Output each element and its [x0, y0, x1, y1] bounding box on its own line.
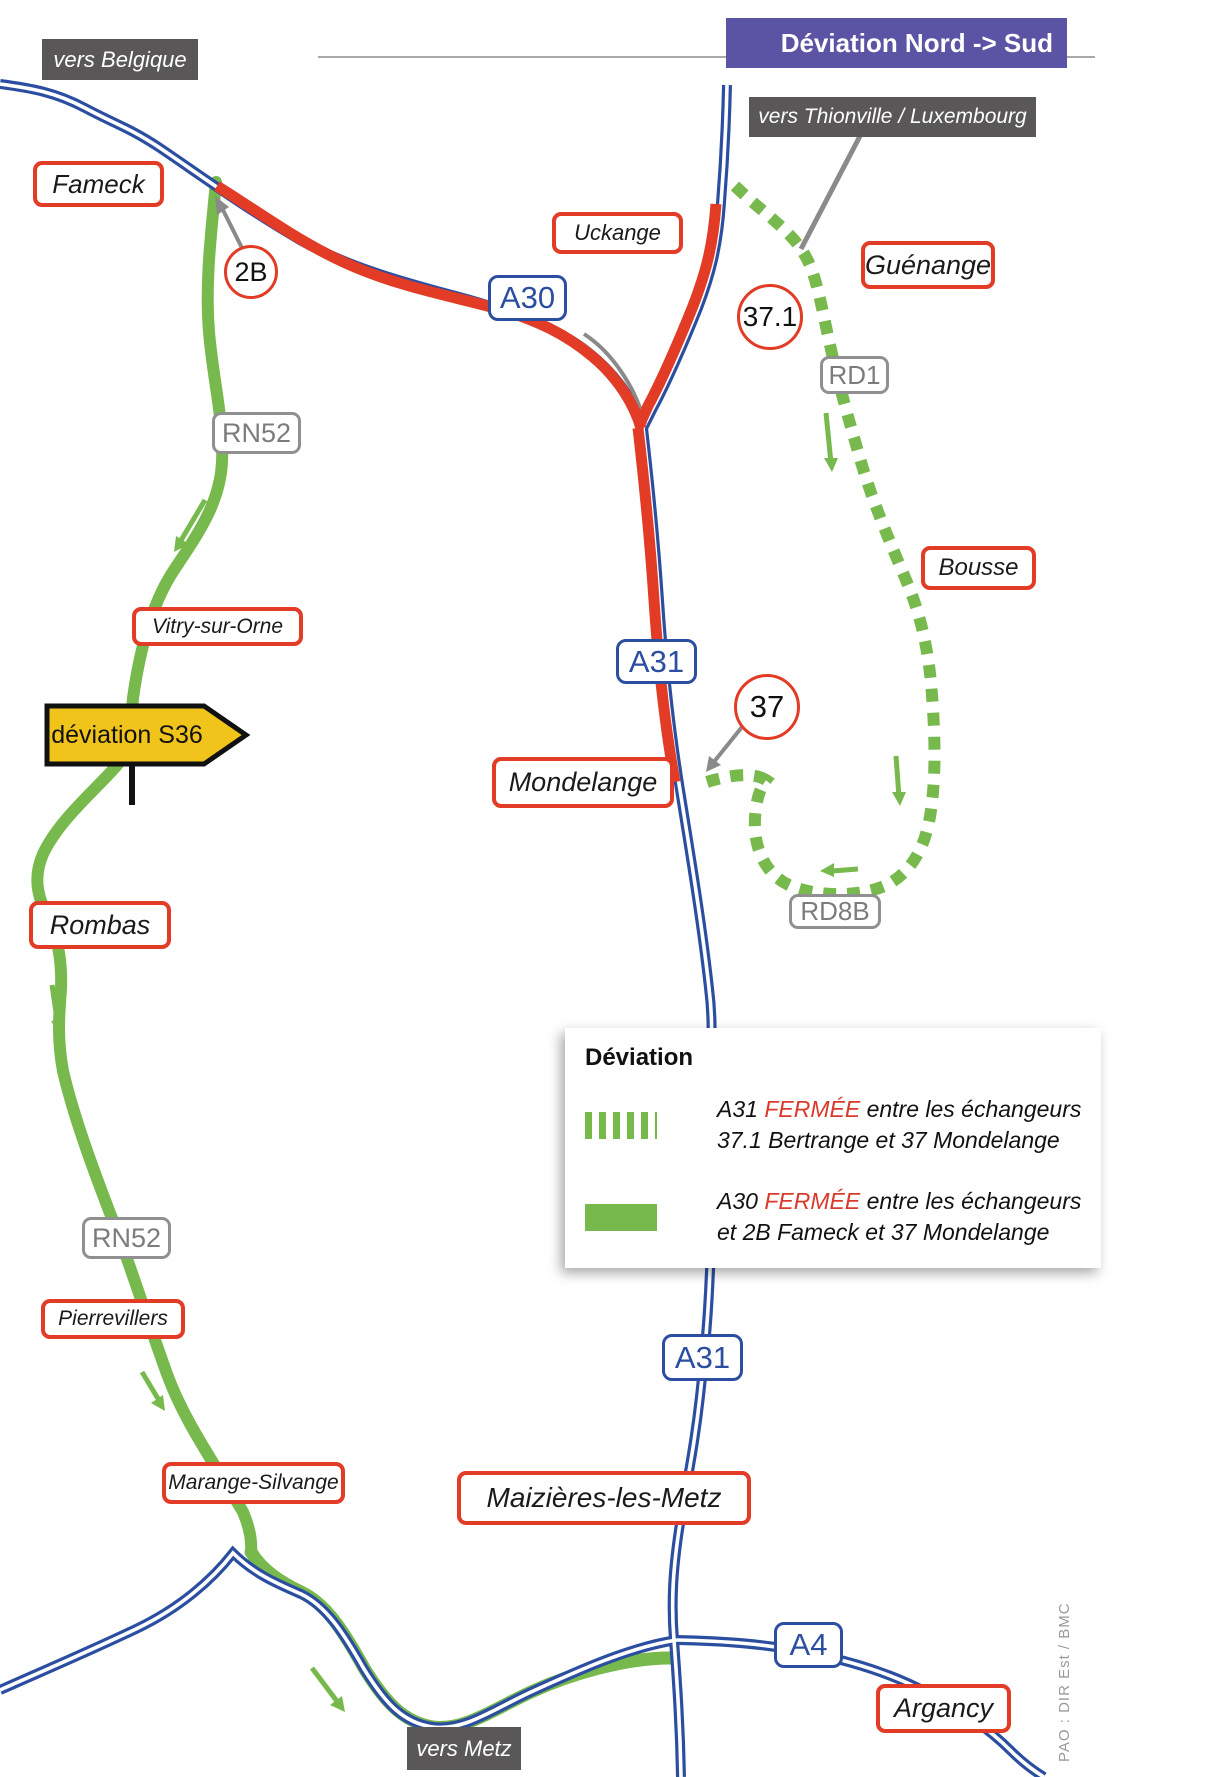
legend-line2: et 2B Fameck et 37 Mondelange — [717, 1219, 1050, 1245]
detour-route-dashed-path — [705, 181, 941, 901]
closed-a31-north-path — [633, 203, 722, 429]
legend-road-name: A31 — [717, 1096, 758, 1122]
legend-row-a30-text: A30 FERMÉE entre les échangeurs et 2B Fa… — [717, 1186, 1081, 1248]
junction-badge-37: 37 — [734, 674, 800, 740]
city-label-marange-silvange: Marange-Silvange — [162, 1462, 345, 1504]
legend-status: FERMÉE — [764, 1096, 861, 1122]
legend-row-a31-text: A31 FERMÉE entre les échangeurs 37.1 Ber… — [717, 1094, 1081, 1156]
detour-sign-label: déviation S36 — [51, 720, 203, 749]
city-label-bousse: Bousse — [921, 546, 1036, 590]
city-label-pierrevillers: Pierrevillers — [41, 1299, 185, 1339]
legend-row-a31: A31 FERMÉE entre les échangeurs 37.1 Ber… — [585, 1094, 1101, 1156]
city-label-mondelange: Mondelange — [492, 757, 674, 808]
destination-thionville-label: vers Thionville / Luxembourg — [749, 97, 1036, 137]
detour-sign-shape — [44, 703, 251, 767]
legend-solid-line-icon — [585, 1203, 657, 1231]
road-badge-rd1: RD1 — [820, 356, 889, 394]
credit-text: PAO : DIR Est / BMC — [1056, 1602, 1073, 1762]
city-label-rombas: Rombas — [29, 901, 171, 949]
legend: Déviation A31 FERMÉE entre les échangeur… — [565, 1028, 1101, 1268]
city-label-argancy: Argancy — [876, 1684, 1011, 1733]
road-badge-a31-upper: A31 — [616, 639, 697, 684]
legend-line2: 37.1 Bertrange et 37 Mondelange — [717, 1127, 1060, 1153]
destination-belgique-label: vers Belgique — [42, 39, 198, 80]
city-label-uckange: Uckange — [552, 212, 683, 254]
road-badge-a4: A4 — [774, 1622, 843, 1668]
closed-a31-south-path — [632, 427, 681, 783]
road-badge-a30: A30 — [488, 275, 567, 321]
road-badge-rn52-upper: RN52 — [212, 412, 301, 454]
junction-badge-2b: 2B — [224, 245, 278, 299]
detour-route-south-path — [244, 1545, 677, 1734]
detour-direction-arrowheads — [51, 458, 906, 1712]
road-badge-rn52-lower: RN52 — [82, 1217, 171, 1259]
detour-sign-pole — [129, 762, 135, 805]
junction-2b-arrowhead-icon — [215, 196, 229, 215]
detour-route-rn52-path — [31, 176, 258, 1558]
legend-rest: entre les échangeurs — [866, 1188, 1082, 1214]
legend-rest: entre les échangeurs — [866, 1096, 1082, 1122]
thionville-leader-line — [798, 134, 863, 251]
legend-dashed-line-icon — [585, 1111, 657, 1139]
road-badge-a31-lower: A31 — [662, 1334, 743, 1381]
junction-37-arrowhead-icon — [706, 756, 721, 772]
destination-metz-label: vers Metz — [407, 1727, 521, 1770]
city-label-fameck: Fameck — [33, 161, 164, 207]
road-badge-rd8b: RD8B — [789, 894, 881, 929]
city-label-vitry-sur-orne: Vitry-sur-Orne — [132, 607, 303, 646]
city-label-guenange: Guénange — [861, 241, 995, 289]
closed-a30-path — [214, 181, 647, 430]
legend-title: Déviation — [585, 1044, 694, 1071]
detour-direction-arrows — [49, 412, 902, 1706]
junction-37-arrow-shaft — [711, 720, 748, 765]
legend-road-name: A30 — [717, 1188, 758, 1214]
map-title-banner: Déviation Nord -> Sud — [726, 18, 1067, 68]
legend-status: FERMÉE — [764, 1188, 861, 1214]
city-label-maizieres-les-metz: Maizières-les-Metz — [457, 1471, 751, 1525]
junction-badge-37-1: 37.1 — [737, 284, 803, 350]
closed-sections — [214, 181, 722, 783]
legend-row-a30: A30 FERMÉE entre les échangeurs et 2B Fa… — [585, 1186, 1101, 1248]
junction-2b-arrow-shaft — [220, 207, 245, 251]
